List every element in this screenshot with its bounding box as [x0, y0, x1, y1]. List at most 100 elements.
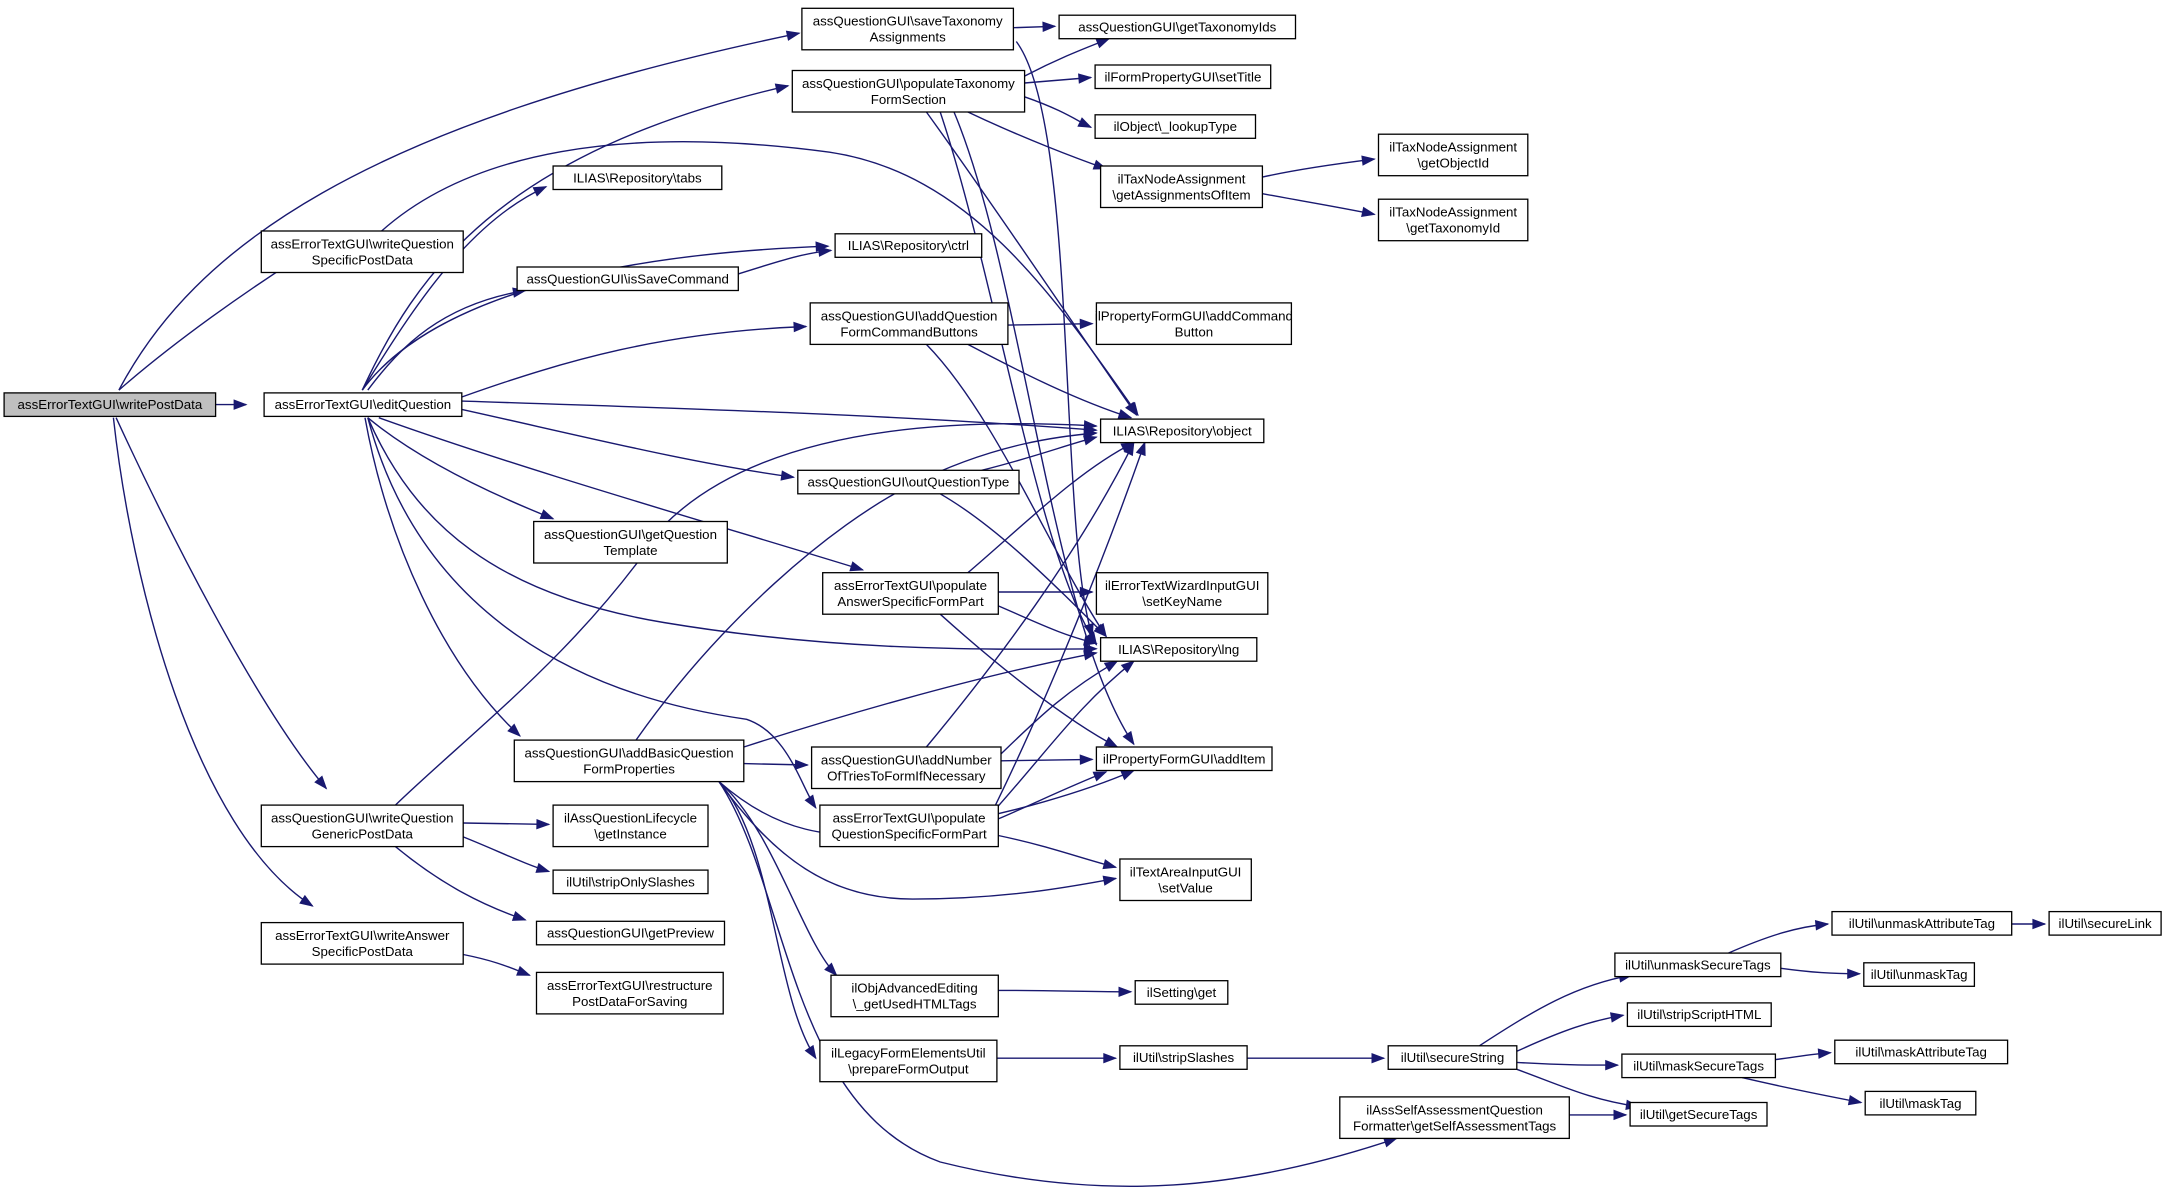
node-n20[interactable]: ilObjAdvancedEditing\_getUsedHTMLTags — [830, 974, 999, 1018]
node-label: assQuestionGUI\getPreview — [547, 926, 714, 941]
node-n12[interactable]: assErrorTextGUI\populateAnswerSpecificFo… — [822, 572, 999, 615]
node-n32[interactable]: ilTextAreaInputGUI\setValue — [1119, 858, 1252, 902]
node-box — [516, 266, 739, 292]
edge-n1-n8 — [367, 287, 527, 391]
edge-line — [361, 85, 789, 391]
edge-n12-n30 — [998, 605, 1098, 646]
edge-n5-n22 — [1013, 21, 1057, 32]
node-n15[interactable]: assErrorTextGUI\populateQuestionSpecific… — [819, 804, 999, 848]
node-n34[interactable]: ilUtil\stripSlashes — [1119, 1045, 1248, 1070]
node-n16[interactable]: ilAssQuestionLifecycle\getInstance — [552, 804, 709, 848]
arrowhead — [1102, 875, 1118, 886]
node-label: ILIAS\Repository\ctrl — [848, 238, 969, 253]
edge-line — [967, 441, 1135, 574]
edge-n9-n27 — [1007, 318, 1094, 330]
edge-line — [367, 289, 526, 391]
node-n46[interactable]: ilUtil\maskTag — [1864, 1090, 1977, 1116]
node-n37[interactable]: ilUtil\secureString — [1387, 1045, 1518, 1070]
arrowhead — [535, 862, 551, 873]
node-n14[interactable]: assQuestionGUI\addNumberOfTriesToFormIfN… — [810, 746, 1002, 790]
edge-n6-n30 — [939, 111, 1098, 646]
node-n41[interactable]: ilUtil\maskSecureTags — [1621, 1053, 1777, 1079]
node-n3[interactable]: assQuestionGUI\writeQuestionGenericPostD… — [260, 804, 464, 848]
arrowhead — [1122, 730, 1135, 746]
node-n6[interactable]: assQuestionGUI\populateTaxonomyFormSecti… — [791, 69, 1026, 113]
node-n9[interactable]: assQuestionGUI\addQuestionFormCommandBut… — [809, 302, 1009, 346]
edge-n1-n28 — [461, 400, 1098, 435]
edge-n37-n40 — [1516, 1012, 1625, 1052]
edge-line — [939, 111, 1097, 645]
node-n4[interactable]: assErrorTextGUI\writeAnswerSpecificPostD… — [260, 921, 464, 965]
node-n43[interactable]: ilUtil\unmaskAttributeTag — [1831, 910, 2013, 936]
node-n36[interactable]: ilTaxNodeAssignment\getTaxonomyId — [1377, 198, 1529, 242]
node-n1[interactable]: assErrorTextGUI\editQuestion — [263, 392, 463, 418]
edge-n15-n28 — [994, 441, 1146, 806]
node-label: ilUtil\maskSecureTags — [1633, 1058, 1764, 1073]
node-n45[interactable]: ilUtil\maskAttributeTag — [1834, 1039, 2009, 1065]
node-n7[interactable]: ILIAS\Repository\tabs — [552, 165, 723, 191]
node-n18[interactable]: assQuestionGUI\getPreview — [535, 920, 726, 946]
arrowhead — [785, 30, 801, 41]
node-n2[interactable]: assErrorTextGUI\writeQuestionSpecificPos… — [260, 230, 464, 274]
node-n22[interactable]: assQuestionGUI\getTaxonomyIds — [1058, 14, 1297, 40]
edge-line — [998, 834, 1116, 868]
node-n8[interactable]: assQuestionGUI\isSaveCommand — [516, 266, 739, 292]
edge-line — [994, 660, 1135, 810]
node-n40[interactable]: ilUtil\stripScriptHTML — [1626, 1002, 1772, 1028]
arrowhead — [1361, 206, 1376, 218]
edge-line — [112, 417, 313, 907]
node-n29[interactable]: ilErrorTextWizardInputGUI\setKeyName — [1095, 572, 1269, 615]
edge-line — [1516, 1014, 1624, 1052]
node-n31[interactable]: ilPropertyFormGUI\addItem — [1095, 746, 1273, 772]
node-n26[interactable]: ILIAS\Repository\ctrl — [834, 233, 983, 258]
edge-line — [1516, 1068, 1639, 1108]
node-n44[interactable]: ilUtil\unmaskTag — [1863, 962, 1976, 987]
node-n47[interactable]: ilUtil\secureLink — [2048, 910, 2162, 936]
arrowhead — [1103, 736, 1119, 748]
node-box — [1134, 980, 1229, 1005]
node-n13[interactable]: assQuestionGUI\addBasicQuestionFormPrope… — [513, 739, 745, 783]
node-n23[interactable]: ilFormPropertyGUI\setTitle — [1094, 64, 1272, 90]
node-box — [1834, 1039, 2009, 1065]
arrowhead — [1078, 73, 1093, 84]
node-n24[interactable]: ilObject\_lookupType — [1094, 114, 1257, 139]
node-n28[interactable]: ILIAS\Repository\object — [1099, 418, 1265, 444]
node-label: assQuestionGUI\getQuestion — [544, 527, 717, 542]
edge-n1-n10 — [461, 408, 796, 481]
node-box — [819, 804, 999, 848]
edge-line — [1015, 41, 1093, 637]
node-label: ilUtil\stripSlashes — [1133, 1050, 1235, 1065]
edge-n6-n24 — [1024, 96, 1093, 128]
node-n33[interactable]: ilSetting\get — [1134, 980, 1229, 1005]
node-n21[interactable]: ilLegacyFormElementsUtil\prepareFormOutp… — [819, 1039, 998, 1083]
node-label: assQuestionGUI\addNumber — [821, 752, 992, 767]
node-n10[interactable]: assQuestionGUI\outQuestionType — [797, 469, 1020, 495]
edge-n13-n28 — [635, 428, 1098, 741]
node-n30[interactable]: ILIAS\Repository\lng — [1099, 637, 1258, 662]
node-n25[interactable]: ilTaxNodeAssignment\getAssignmentsOfItem — [1099, 165, 1264, 209]
node-label: \getInstance — [594, 826, 666, 841]
arrowhead — [1371, 1052, 1386, 1064]
node-n39[interactable]: ilUtil\unmaskSecureTags — [1614, 952, 1782, 978]
node-box — [1626, 1002, 1772, 1028]
node-n38[interactable]: ilAssSelfAssessmentQuestionFormatter\get… — [1339, 1096, 1570, 1140]
node-n42[interactable]: ilUtil\getSecureTags — [1629, 1101, 1768, 1127]
node-n17[interactable]: ilUtil\stripOnlySlashes — [552, 869, 709, 895]
node-label: ilAssSelfAssessmentQuestion — [1366, 1102, 1543, 1117]
edge-n3-n17 — [462, 836, 551, 873]
node-label: assErrorTextGUI\restructure — [547, 978, 713, 993]
node-n19[interactable]: assErrorTextGUI\restructurePostDataForSa… — [535, 971, 724, 1015]
node-label: FormSection — [871, 92, 946, 107]
node-n35[interactable]: ilTaxNodeAssignment\getObjectId — [1377, 133, 1529, 177]
edge-n13-n21 — [718, 781, 817, 1060]
node-label: ilPropertyFormGUI\addItem — [1103, 751, 1266, 766]
edge-line — [743, 652, 1097, 748]
arrowhead — [1609, 1012, 1625, 1023]
node-label: ilObjAdvancedEditing — [851, 981, 977, 996]
arrowhead — [818, 246, 833, 257]
node-n0[interactable]: assErrorTextGUI\writePostData — [3, 392, 217, 418]
node-label: ilTextAreaInputGUI — [1130, 864, 1242, 879]
